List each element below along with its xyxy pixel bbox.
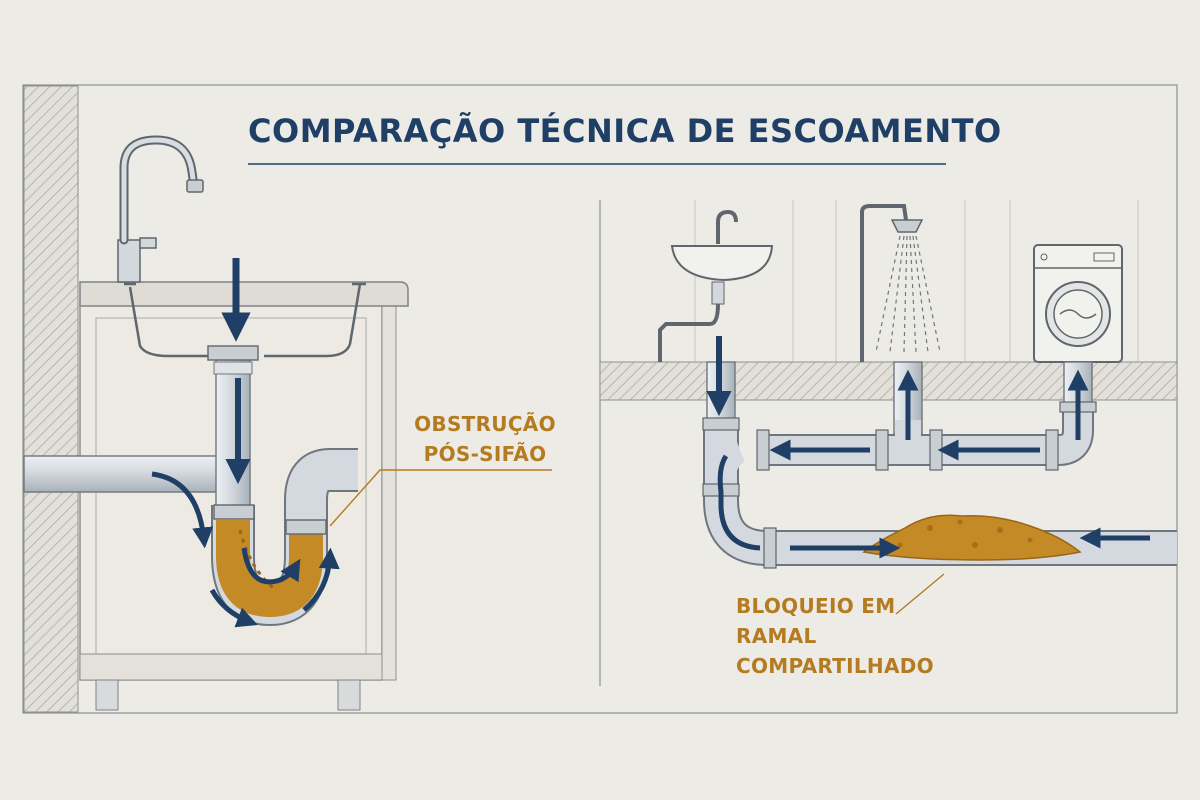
washbasin-icon (658, 209, 774, 362)
flow-arrow-icon (151, 471, 214, 549)
blockage-icon (862, 514, 1082, 561)
wall-drain-pipe (23, 455, 230, 493)
flow-arrow-icon (717, 454, 761, 551)
callout-line: COMPARTILHADO (736, 654, 934, 678)
tailpiece-pipe (215, 359, 251, 511)
callout-line: BLOQUEIO EM (736, 594, 896, 618)
callout-shared-branch-blockage: BLOQUEIO EM RAMAL COMPARTILHADO (736, 591, 934, 681)
callout-post-trap-obstruction: OBSTRUÇÃO PÓS-SIFÃO (412, 409, 558, 469)
faucet-icon (117, 135, 204, 283)
callout-leader-right (895, 573, 945, 615)
callout-line: OBSTRUÇÃO (414, 412, 556, 436)
washing-machine-icon (1033, 244, 1123, 363)
left-panel-sink (23, 85, 552, 713)
shower-icon (860, 204, 941, 362)
right-flow-arrows (706, 336, 1150, 559)
left-wall-hatch (23, 85, 79, 713)
blockage-texture (897, 519, 1033, 548)
flow-arrow-icon (209, 588, 258, 628)
callout-line: RAMAL (736, 624, 817, 648)
callout-line: PÓS-SIFÃO (423, 442, 547, 466)
flow-arrow-icon (241, 547, 301, 585)
right-panel-branch (599, 200, 1178, 615)
drain-nut (213, 361, 253, 375)
drain-flange (207, 345, 259, 361)
page-title: COMPARAÇÃO TÉCNICA DE ESCOAMENTO (248, 112, 1002, 150)
sink-icon (128, 283, 362, 358)
trap-coupling-right (285, 519, 327, 535)
trap-coupling-left (213, 504, 255, 520)
cabinet-leg-left (95, 679, 119, 711)
cabinet-base (79, 653, 383, 681)
cabinet-side (381, 304, 397, 681)
left-flow-arrows (151, 258, 340, 628)
blockage-icon (216, 520, 323, 618)
countertop (79, 281, 409, 307)
cabinet-leg-right (337, 679, 361, 711)
wall-tiles (694, 200, 1139, 362)
flow-arrow-icon (302, 547, 340, 612)
callout-leader-left (329, 469, 552, 527)
residue-texture (238, 529, 277, 592)
